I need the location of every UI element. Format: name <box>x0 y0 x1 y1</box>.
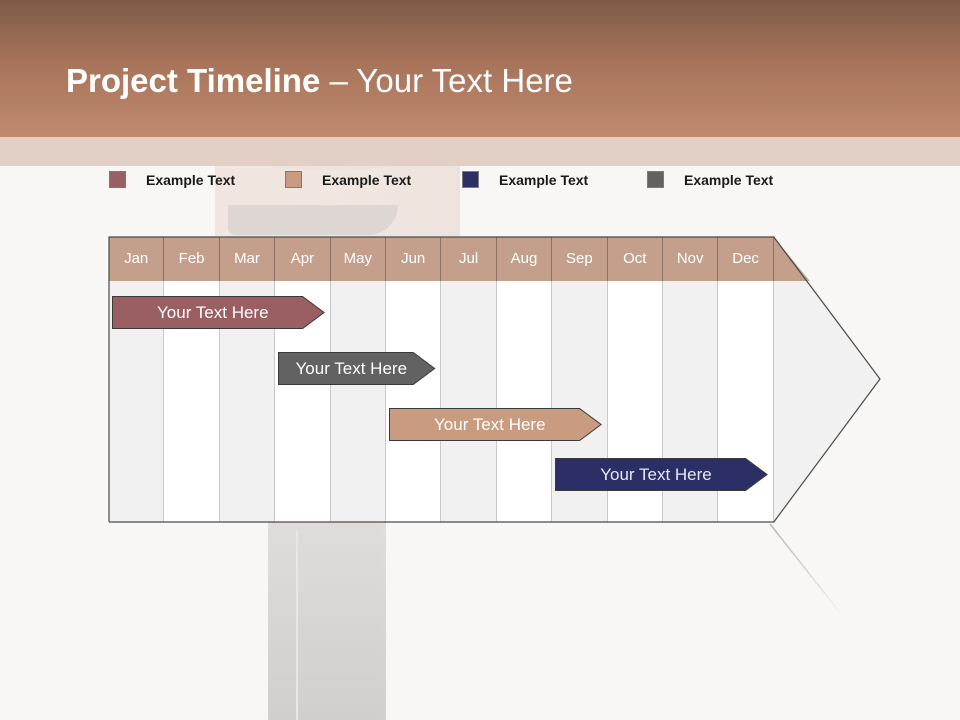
task-bar-label[interactable]: Your Text Here <box>434 415 546 434</box>
background-figure-waist <box>228 205 398 235</box>
month-label: Sep <box>552 237 608 281</box>
task-bar-shape <box>278 352 436 385</box>
month-label: Dec <box>718 237 774 281</box>
month-label: Nov <box>663 237 719 281</box>
legend-swatch <box>647 171 664 188</box>
title-bold-text: Project Timeline <box>66 62 321 99</box>
timeline-reflection <box>110 524 846 624</box>
legend-swatch <box>462 171 479 188</box>
legend-swatch <box>285 171 302 188</box>
legend-label[interactable]: Example Text <box>146 172 236 188</box>
task-bar-arrow <box>389 408 602 441</box>
title-rest-text: – Your Text Here <box>320 62 573 99</box>
task-bar-label[interactable]: Your Text Here <box>295 359 408 378</box>
month-label: May <box>330 237 386 281</box>
month-label: Mar <box>219 237 276 281</box>
month-label: Feb <box>164 237 220 281</box>
legend-swatch <box>109 171 126 188</box>
month-column <box>330 281 386 522</box>
timeline-arrow-outline <box>108 236 881 523</box>
month-label: Oct <box>607 237 663 281</box>
task-bar[interactable]: Your Text Here <box>112 296 325 329</box>
month-label: Aug <box>496 237 553 281</box>
task-bar[interactable]: Your Text Here <box>389 408 602 441</box>
month-label: Apr <box>275 237 331 281</box>
month-label: Jan <box>109 237 165 281</box>
arrow-head-header-fill <box>773 237 810 281</box>
month-label: Jun <box>386 237 442 281</box>
task-bar-arrow <box>278 352 436 385</box>
header-stripe <box>0 137 960 166</box>
legend-label[interactable]: Example Text <box>322 172 412 188</box>
header-band <box>0 0 960 137</box>
month-column <box>386 281 442 522</box>
legend-label[interactable]: Example Text <box>499 172 589 188</box>
arrow-head-fill <box>773 281 880 522</box>
month-label: Jul <box>441 237 497 281</box>
task-bar-label[interactable]: Your Text Here <box>157 303 269 322</box>
task-bar-shape <box>112 296 325 329</box>
background-figure-legs <box>268 520 386 720</box>
task-bar-arrow <box>555 458 769 491</box>
task-bar-arrow <box>112 296 325 329</box>
task-bar-shape <box>389 408 602 441</box>
legend-label[interactable]: Example Text <box>684 172 774 188</box>
page-title[interactable]: Project Timeline – Your Text Here <box>66 60 573 102</box>
task-bar-label[interactable]: Your Text Here <box>600 465 712 484</box>
month-column <box>441 281 497 522</box>
task-bar[interactable]: Your Text Here <box>278 352 436 385</box>
month-column <box>496 281 553 522</box>
task-bar[interactable]: Your Text Here <box>555 458 769 491</box>
task-bar-shape <box>555 458 769 491</box>
